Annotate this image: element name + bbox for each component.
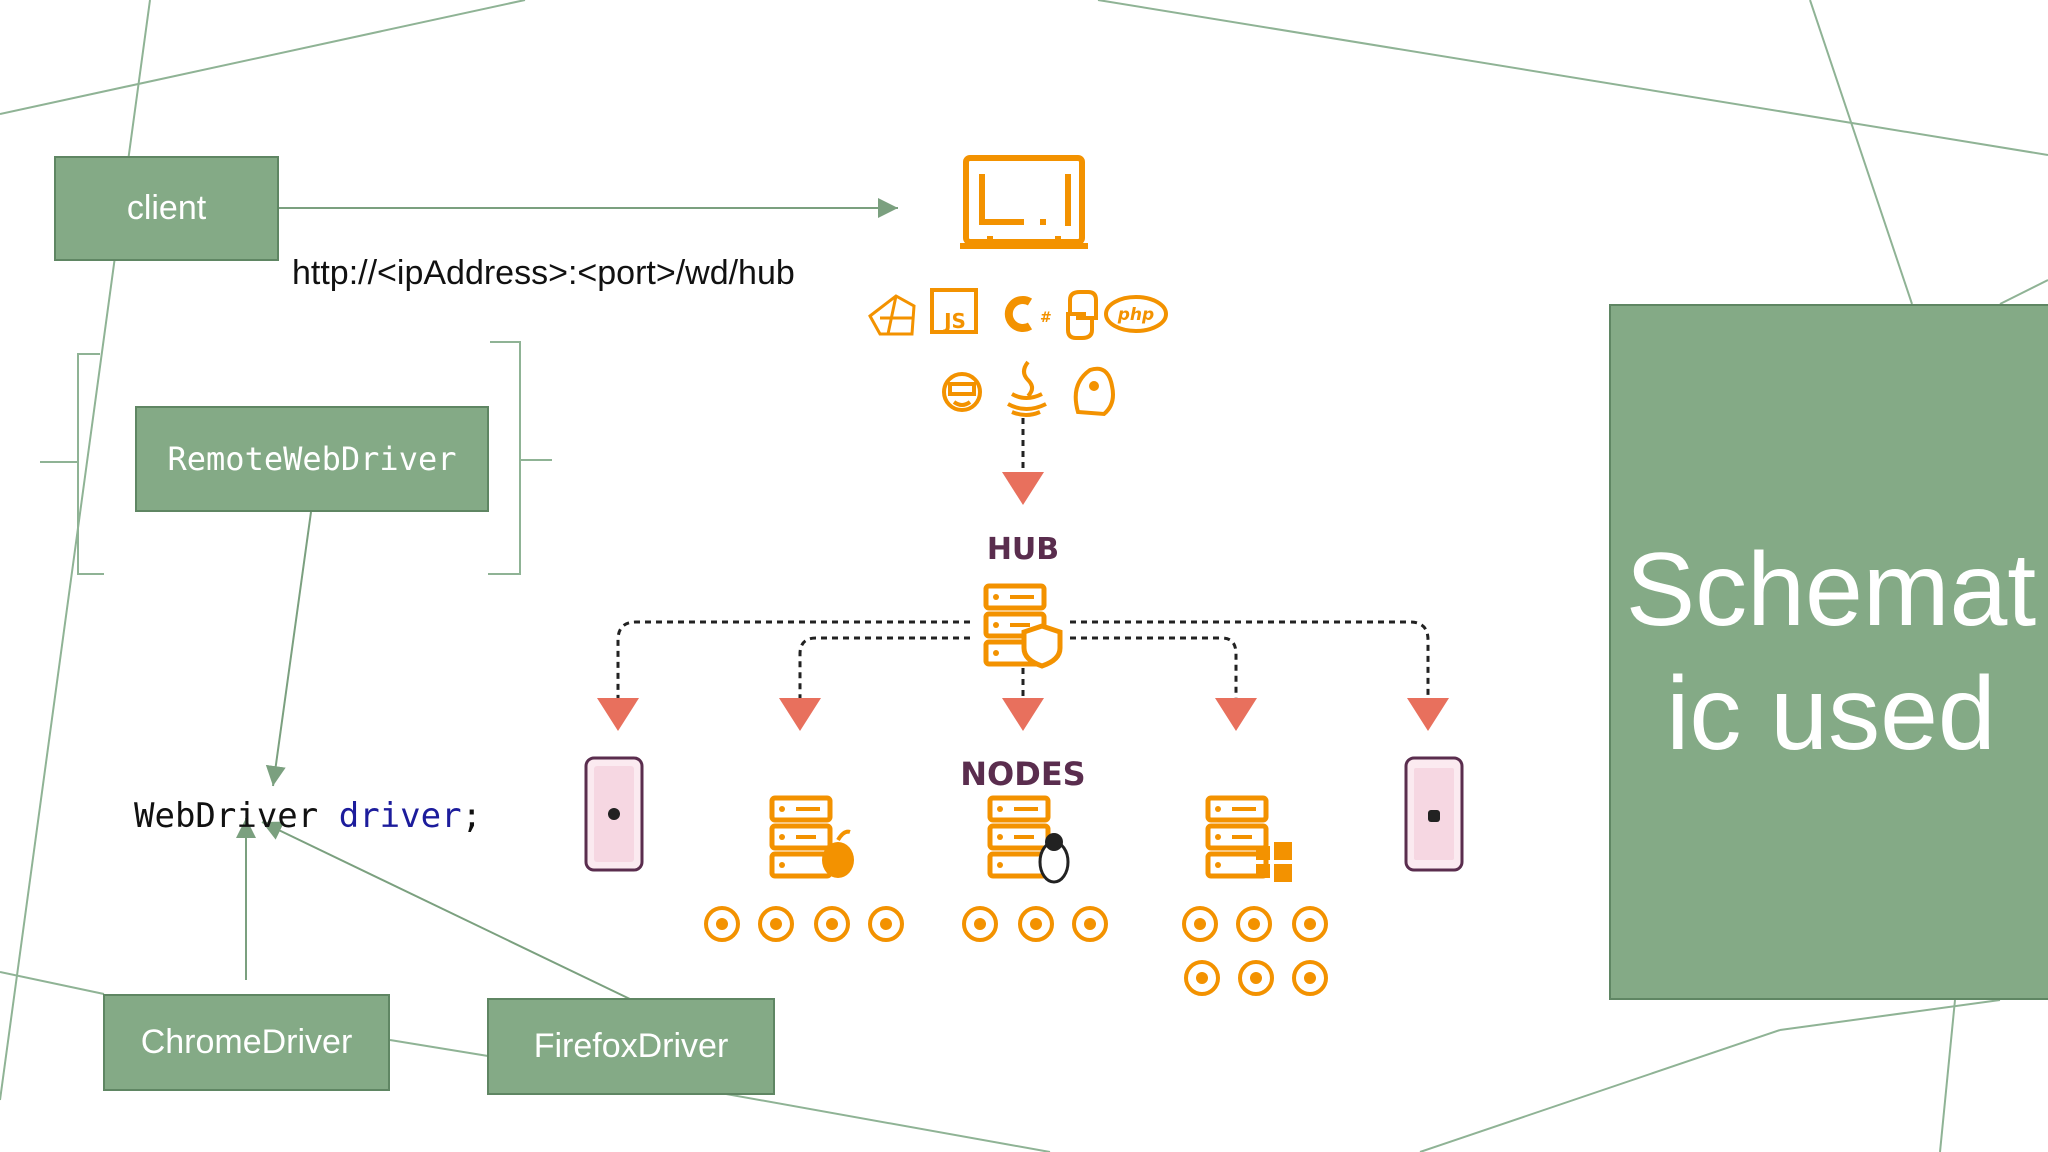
edge-icon [1238, 960, 1274, 996]
browsers-windows [1182, 906, 1328, 996]
firefox-icon [758, 906, 794, 942]
server-apple-icon [772, 798, 854, 878]
opera-icon [1292, 960, 1328, 996]
svg-text:#: # [1040, 310, 1052, 326]
chrome-icon [814, 906, 850, 942]
browsers-linux [962, 906, 1108, 942]
server-linux-icon [990, 798, 1070, 884]
server-shield-icon [986, 586, 1063, 669]
java-icon [1007, 360, 1047, 417]
slide-title: Schematic used [1625, 532, 2037, 772]
csharp-icon: # [1004, 296, 1052, 332]
hub-url-label: http://<ipAddress>:<port>/wd/hub [292, 254, 795, 292]
safari-icon [1182, 906, 1218, 942]
browsers-mac [704, 906, 904, 942]
firefox-to-webdriver-arrow [261, 821, 633, 1001]
php-icon: php [1104, 295, 1168, 333]
nodes-label: NODES [960, 755, 1085, 793]
computer-monitor-icon [960, 155, 1088, 249]
ie-icon [1184, 960, 1220, 996]
svg-text:JS: JS [942, 309, 966, 333]
android-phone-icon [1404, 756, 1464, 872]
chrome-driver-box: ChromeDriver [103, 994, 390, 1091]
opera-icon [1072, 906, 1108, 942]
ruby-icon [868, 294, 916, 336]
hub-label: HUB [987, 532, 1059, 567]
python-icon [1066, 290, 1098, 340]
remote-to-webdriver-arrow [265, 511, 312, 787]
svg-text:php: php [1117, 305, 1154, 325]
firefox-driver-label: FirefoxDriver [533, 1027, 729, 1065]
perl-icon [1073, 366, 1115, 417]
javascript-icon: JS [930, 288, 978, 334]
iphone-icon [584, 756, 644, 872]
firefox-icon [1236, 906, 1272, 942]
remote-webdriver-label: RemoteWebDriver [167, 440, 457, 478]
server-windows-icon [1208, 798, 1292, 882]
chrome-icon [1292, 906, 1328, 942]
client-label: client [126, 189, 207, 227]
safari-icon [704, 906, 740, 942]
code-type: WebDriver [134, 796, 319, 836]
code-semicolon: ; [461, 796, 483, 836]
firefox-driver-box: FirefoxDriver [487, 998, 775, 1095]
slide-title-box: Schematic used [1609, 304, 2048, 1000]
remote-webdriver-box: RemoteWebDriver [135, 406, 489, 512]
client-box: client [54, 156, 279, 261]
firefox-icon [962, 906, 998, 942]
chrome-icon [1018, 906, 1054, 942]
robot-icon [942, 372, 982, 412]
code-variable: driver [338, 796, 462, 836]
chrome-driver-label: ChromeDriver [140, 1023, 353, 1061]
webdriver-code-line: WebDriver driver; [134, 796, 482, 836]
opera-icon [868, 906, 904, 942]
